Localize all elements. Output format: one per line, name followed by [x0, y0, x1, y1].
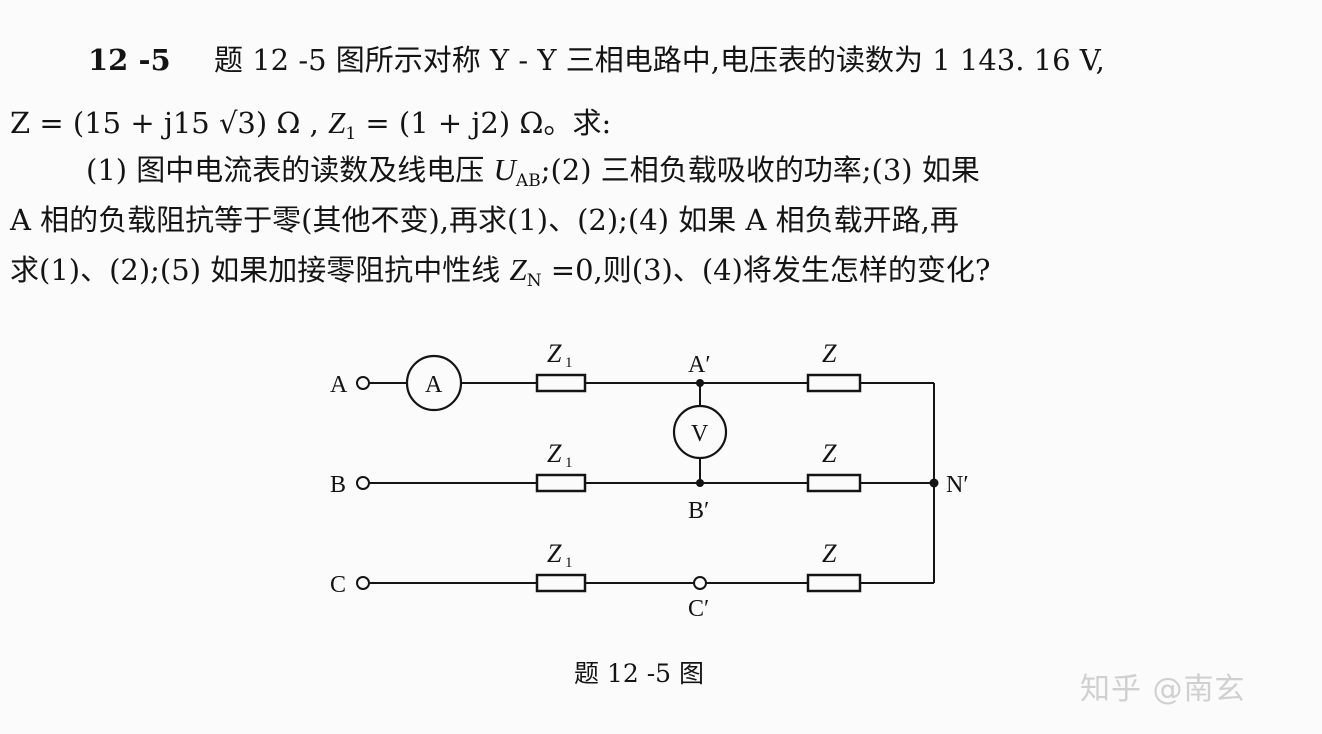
z-load-a	[806, 373, 862, 393]
question-5-text: 求(1)、(2);(5) 如果加接零阻抗中性线	[10, 253, 510, 287]
label-z1-b: Z	[547, 439, 562, 468]
uab-subscript: AB	[515, 171, 541, 191]
label-z-load-c: Z	[822, 539, 837, 568]
terminal-c	[356, 576, 370, 590]
watermark: 知乎 @南玄	[1080, 672, 1246, 707]
ammeter	[405, 354, 463, 412]
label-z1-a-sub: 1	[565, 355, 573, 371]
label-z1-c-sub: 1	[565, 555, 573, 571]
z1-subscript: 1	[345, 124, 357, 144]
question-1-text: (1) 图中电流表的读数及线电压	[86, 153, 494, 187]
z-load-c	[806, 573, 862, 593]
problem-number: 12 -5	[88, 43, 171, 77]
label-node-b-prime: B′	[688, 498, 709, 524]
label-terminal-c: C	[330, 572, 346, 598]
label-voltmeter: V	[691, 421, 709, 447]
label-neutral: N′	[946, 472, 969, 498]
node-b-prime-dot	[696, 479, 704, 487]
z1-symbol: Z	[328, 105, 346, 140]
uab-symbol: U	[493, 152, 516, 187]
label-node-c-prime: C′	[688, 596, 709, 622]
terminal-a	[356, 376, 370, 390]
node-c-prime	[693, 576, 707, 590]
label-z1-b-sub: 1	[565, 455, 573, 471]
zn-subscript: N	[526, 271, 542, 291]
node-neutral-dot	[929, 478, 939, 488]
question-2-3-text: ;(2) 三相负载吸收的功率;(3) 如果	[540, 153, 980, 187]
impedance-z-expression: Z = (15 + j15 √3) Ω ,	[10, 106, 329, 140]
label-z-load-a: Z	[822, 339, 837, 368]
problem-text-1: 题 12 -5 图所示对称 Y - Y 三相电路中,电压表的读数为 1 143.…	[214, 43, 1105, 77]
z1-expression: = (1 + j2) Ω。求:	[356, 106, 612, 140]
label-terminal-b: B	[330, 472, 346, 498]
question-5-tail: =0,则(3)、(4)将发生怎样的变化?	[541, 253, 991, 287]
label-z-load-b: Z	[822, 439, 837, 468]
z1-resistor-a	[535, 373, 587, 393]
label-node-a-prime: A′	[688, 352, 711, 378]
z1-resistor-b	[535, 473, 587, 493]
figure-caption: 题 12 -5 图	[574, 659, 705, 688]
z-load-b	[806, 473, 862, 493]
label-terminal-a: A	[330, 372, 348, 398]
zn-symbol: Z	[509, 252, 527, 287]
question-3-4-text: A 相的负载阻抗等于零(其他不变),再求(1)、(2);(4) 如果 A 相负载…	[10, 203, 959, 237]
label-z1-a: Z	[547, 339, 562, 368]
label-z1-c: Z	[547, 539, 562, 568]
terminal-b	[356, 476, 370, 490]
z1-resistor-c	[535, 573, 587, 593]
voltmeter	[672, 404, 728, 460]
label-ammeter: A	[425, 372, 443, 398]
node-a-prime-dot	[696, 379, 704, 387]
